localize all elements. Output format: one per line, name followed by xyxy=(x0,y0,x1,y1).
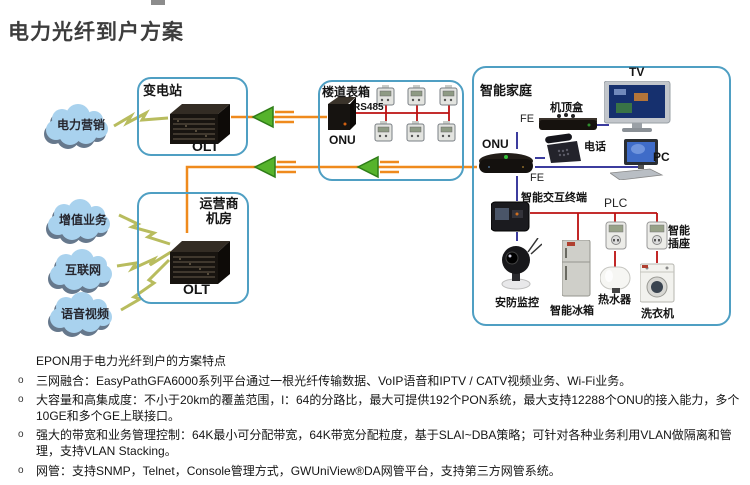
onu-device-image-meterbox xyxy=(326,94,358,134)
terminal-label: 智能交互终端 xyxy=(521,192,587,204)
electric-meter-image xyxy=(439,85,458,106)
plc-label: PLC xyxy=(604,196,628,210)
fe-label-top: FE xyxy=(520,113,535,125)
bullet-marker: o xyxy=(18,394,24,406)
substation-box xyxy=(137,77,248,156)
lightning-link-internet xyxy=(116,250,172,273)
washer-image xyxy=(639,262,676,304)
operator-room-title: 运营商 机房 xyxy=(199,196,239,226)
page-title: 电力光纤到户方案 xyxy=(8,21,184,44)
phone-image xyxy=(543,133,583,165)
bullet-marker: o xyxy=(18,464,24,476)
olt-label-operator: OLT xyxy=(183,281,210,297)
features-heading: EPON用于电力光纤到户的方案特点 xyxy=(36,354,227,368)
water-heater-image xyxy=(599,265,632,294)
fiber-link-bottom xyxy=(185,165,477,233)
camera-image xyxy=(498,237,543,291)
rs485-label: RS485 xyxy=(353,102,384,113)
meter-box-title: 楼道表箱 xyxy=(322,85,371,99)
home-lan-wiring xyxy=(516,124,638,241)
water-heater-label: 热水器 xyxy=(598,294,631,306)
olt-device-image-substation xyxy=(166,98,230,146)
operator-room-box xyxy=(137,192,249,304)
rs485-bus xyxy=(356,105,450,122)
smart-home-box xyxy=(472,66,731,326)
bullet-marker: o xyxy=(18,374,24,386)
tv-label: TV xyxy=(629,65,645,79)
socket-label: 智能 插座 xyxy=(668,225,690,250)
phone-label: 电话 xyxy=(584,141,606,153)
smart-socket-image xyxy=(646,221,668,251)
olt-device-image-operator xyxy=(166,234,230,286)
pc-label: PC xyxy=(653,150,670,164)
camera-label: 安防监控 xyxy=(495,297,539,309)
onu-device-image-home xyxy=(477,149,535,176)
lightning-link-value-added xyxy=(118,213,171,246)
cloud-label-value-added: 增值业务 xyxy=(58,213,107,227)
cloud-label-power-marketing: 电力营销 xyxy=(56,118,105,132)
smart-socket-image xyxy=(605,221,627,251)
lightning-link-power-marketing xyxy=(113,109,169,128)
cloud-label-internet: 互联网 xyxy=(64,263,101,277)
electric-meter-image xyxy=(406,121,425,142)
pc-image xyxy=(608,139,668,181)
electric-meter-image xyxy=(437,121,456,142)
terminal-image xyxy=(490,200,531,233)
electric-meter-image xyxy=(374,121,393,142)
plc-wiring xyxy=(530,212,658,267)
cloud-label-voice-video: 语音视频 xyxy=(60,307,109,321)
fridge-image xyxy=(561,239,592,298)
electric-meter-image xyxy=(376,85,395,106)
olt-label-substation: OLT xyxy=(192,138,219,154)
fridge-label: 智能冰箱 xyxy=(550,305,594,317)
slide-top-mark xyxy=(151,0,165,5)
onu-label-meterbox: ONU xyxy=(329,133,356,147)
onu-label-home: ONU xyxy=(482,137,509,151)
stb-image xyxy=(539,112,597,132)
electric-meter-image xyxy=(407,85,426,106)
stb-label: 机顶盒 xyxy=(550,102,583,114)
meter-box-box xyxy=(318,80,464,181)
bullet-marker: o xyxy=(18,429,24,441)
smart-home-title: 智能家庭 xyxy=(480,83,533,98)
washer-label: 洗衣机 xyxy=(641,308,674,320)
tv-image xyxy=(603,80,676,134)
substation-title: 变电站 xyxy=(143,83,183,98)
fe-label-bottom: FE xyxy=(530,172,545,184)
